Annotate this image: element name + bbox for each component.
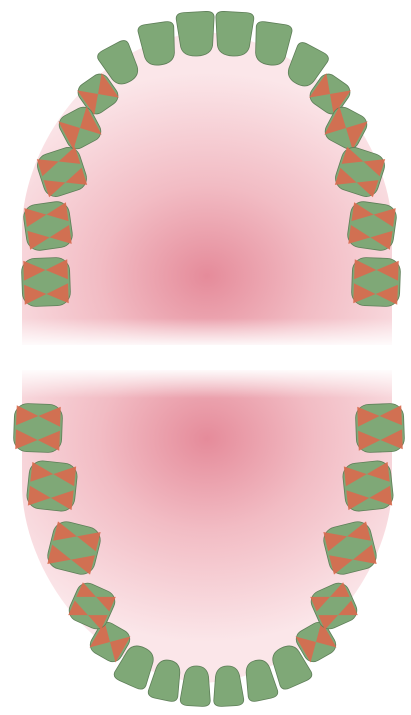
upper-gum-fade bbox=[0, 318, 411, 348]
upper-posterior-tooth bbox=[346, 200, 398, 252]
lower-arch bbox=[0, 368, 411, 707]
upper-posterior-tooth bbox=[21, 257, 71, 307]
upper-posterior-tooth bbox=[22, 200, 74, 252]
lower-posterior-tooth bbox=[13, 403, 63, 453]
lower-posterior-tooth bbox=[342, 460, 395, 513]
upper-anterior-tooth bbox=[214, 11, 254, 57]
lower-gum-fade bbox=[0, 368, 411, 398]
upper-arch bbox=[0, 11, 411, 348]
upper-posterior-tooth bbox=[351, 257, 401, 307]
upper-anterior-tooth bbox=[176, 11, 216, 57]
lower-posterior-tooth bbox=[26, 460, 79, 513]
lower-posterior-tooth bbox=[355, 403, 405, 453]
